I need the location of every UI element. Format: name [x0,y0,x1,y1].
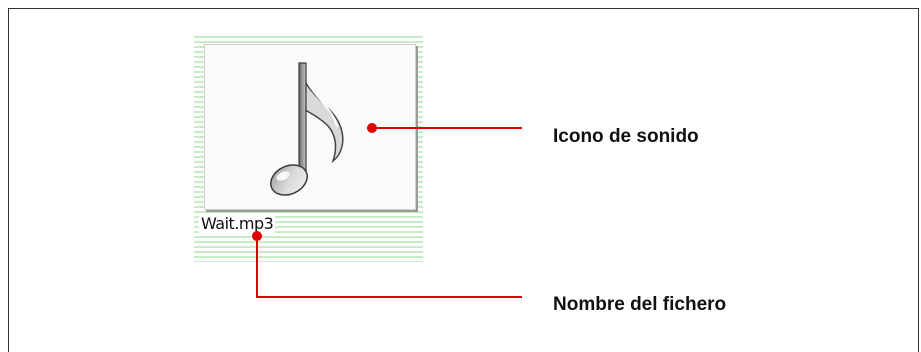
diagram-frame [8,8,919,352]
sound-icon-callout-label: Icono de sonido [553,126,699,147]
sound-icon-callout-dot [367,123,377,133]
file-name-callout-label: Nombre del fichero [553,294,727,315]
music-note-icon [270,62,344,196]
file-name-label[interactable]: Wait.mp3 [199,213,276,235]
file-name-callout-dot [252,231,262,241]
file-name-callout-line [256,236,522,298]
